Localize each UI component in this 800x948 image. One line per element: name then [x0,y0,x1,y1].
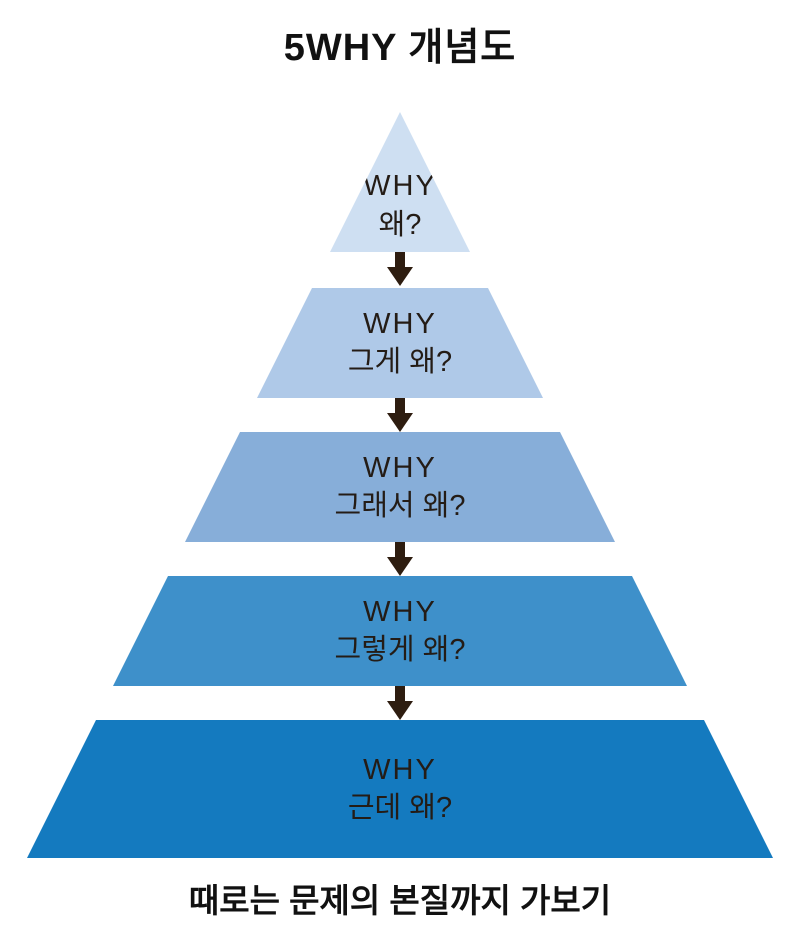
level-1-text: WHY 왜? [363,167,437,252]
level-5-text: WHY 근데 왜? [348,751,452,828]
diagram-caption: 때로는 문제의 본질까지 가보기 [188,882,612,919]
down-arrow-icon [387,542,413,576]
level-3-question: 그래서 왜? [334,490,466,522]
pyramid-level-2: WHY 그게 왜? [257,288,543,398]
level-2-label: WHY [363,307,437,340]
down-arrow-icon [387,398,413,432]
down-arrow-icon [387,686,413,720]
pyramid-level-5: WHY 근데 왜? [27,720,773,858]
level-5-label: WHY [363,753,437,786]
level-3-label: WHY [363,451,437,484]
level-4-label: WHY [363,595,437,628]
level-4-text: WHY 그렇게 왜? [335,593,466,670]
pyramid-level-4: WHY 그렇게 왜? [113,576,687,686]
level-1-question: 왜? [378,208,422,241]
level-4-question: 그렇게 왜? [334,634,466,666]
level-1-label: WHY [363,170,437,203]
level-2-question: 그게 왜? [347,346,453,378]
diagram-title: 5WHY 개념도 [283,27,517,69]
pyramid-level-1: WHY 왜? [330,112,470,252]
level-3-text: WHY 그래서 왜? [335,449,466,526]
level-5-question: 근데 왜? [347,792,453,824]
down-arrow-icon [387,252,413,286]
pyramid-level-3: WHY 그래서 왜? [185,432,615,542]
level-2-text: WHY 그게 왜? [348,305,452,382]
